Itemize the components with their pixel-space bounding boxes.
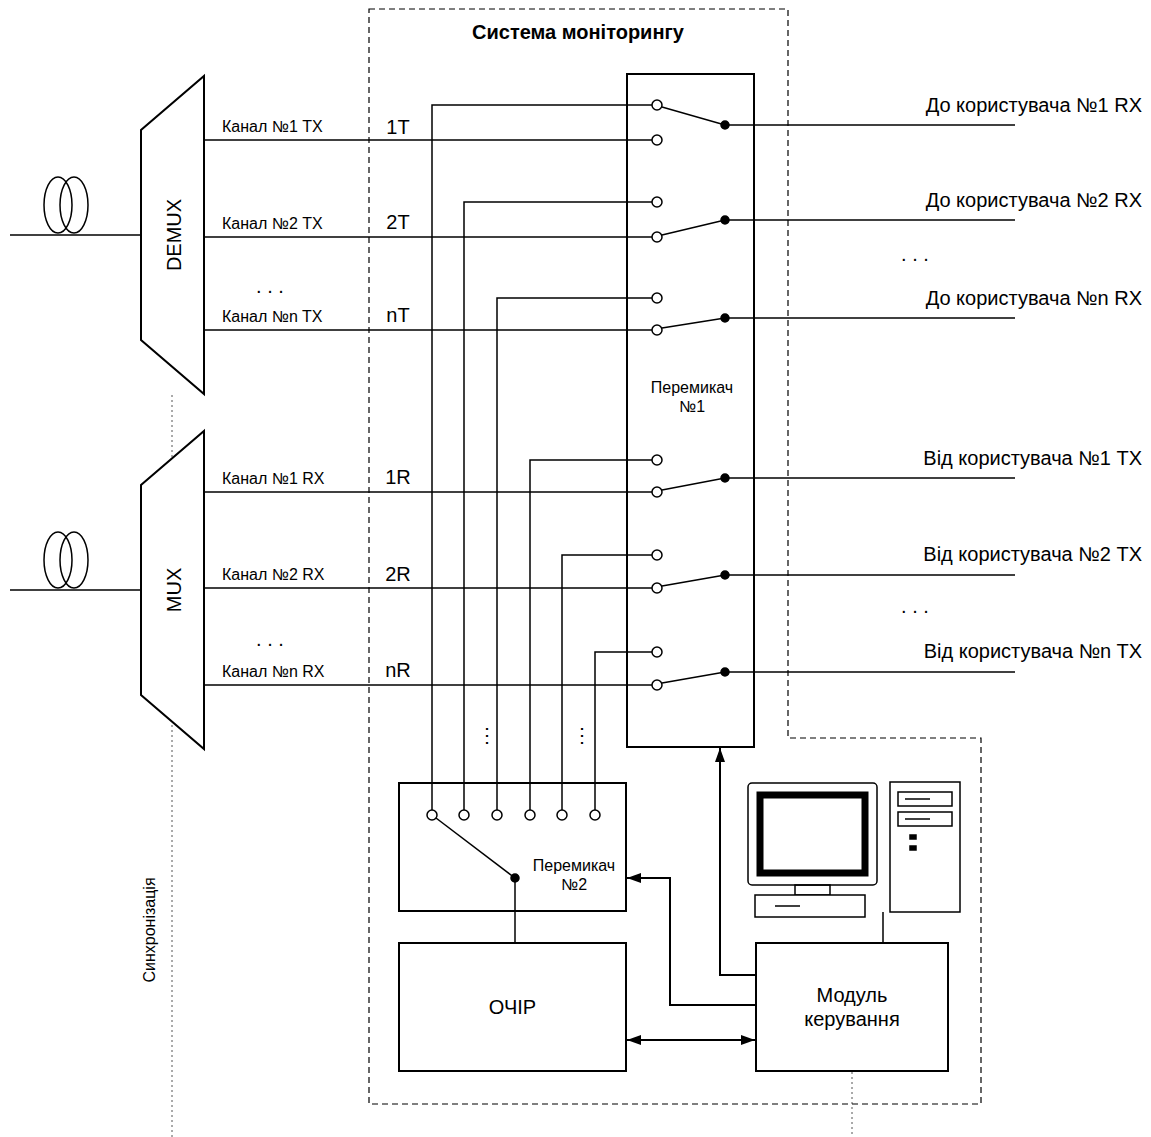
connector: [562, 555, 626, 782]
region-outline: [368, 8, 982, 1105]
connector: [627, 1039, 755, 1041]
outline-shape: [141, 431, 204, 749]
connector: [514, 912, 516, 942]
channel-id: 1R: [385, 465, 411, 489]
connector: [205, 491, 626, 493]
channel-label: Канал №1 TX: [222, 117, 323, 136]
user-port-label: Від користувача №n TX: [924, 639, 1142, 663]
ellipsis: . . .: [256, 274, 284, 298]
channel-label: Канал №2 TX: [222, 214, 323, 233]
switch-box: Перемикач №2: [398, 782, 627, 912]
otdr-box: ОЧІР: [398, 942, 627, 1072]
fiber-coil: [60, 532, 88, 588]
user-port-label: До користувача №n RX: [926, 286, 1142, 310]
connector: [205, 684, 626, 686]
user-port-label: До користувача №1 RX: [926, 93, 1142, 117]
channel-label: Канал №n TX: [222, 307, 322, 326]
node-title: DEMUX: [162, 199, 186, 271]
sync-label: Синхронізація: [140, 877, 159, 982]
channel-id: 2R: [385, 562, 411, 586]
demux-block: DEMUX: [140, 75, 205, 395]
ellipsis: . . .: [256, 627, 284, 651]
fiber-coil: [60, 177, 88, 233]
switch-box: Перемикач №1: [626, 73, 755, 748]
control-module-box: Модуль керування: [755, 942, 949, 1072]
connector: [205, 329, 626, 331]
connector: [595, 652, 626, 782]
connector: [627, 878, 755, 1005]
channel-label: Канал №2 RX: [222, 565, 324, 584]
node-title: ОЧІР: [489, 995, 536, 1019]
node-title: MUX: [162, 568, 186, 612]
ellipsis: . . .: [901, 242, 929, 266]
connector: [530, 460, 626, 782]
channel-label: Канал №1 RX: [222, 469, 324, 488]
computer-icon: [748, 782, 960, 942]
outline-shape: [141, 76, 204, 394]
channel-id: 2T: [386, 210, 409, 234]
connector: [205, 139, 626, 141]
connector: [205, 587, 626, 589]
node-title: Модуль керування: [767, 983, 937, 1031]
channel-id: nR: [385, 658, 411, 682]
user-port-label: До користувача №2 RX: [926, 188, 1142, 212]
ellipsis: . . .: [901, 594, 929, 618]
ellipsis: ⋮: [572, 723, 592, 747]
connector: [720, 748, 755, 975]
node-title: Перемикач №1: [644, 378, 740, 416]
fiber-line: [10, 234, 140, 236]
fiber-coil: [44, 532, 72, 588]
ellipsis: ⋮: [477, 723, 497, 747]
connector: [497, 298, 626, 782]
switch-stubs: [626, 105, 652, 685]
connector: [205, 236, 626, 238]
user-port-label: Від користувача №2 TX: [923, 542, 1142, 566]
node-title: Перемикач №2: [526, 856, 622, 894]
fiber-line: [10, 589, 140, 591]
switch-pivots: [721, 121, 729, 676]
mux-block: MUX: [140, 430, 205, 750]
channel-id: 1T: [386, 115, 409, 139]
node-title: Система моніторингу: [472, 20, 684, 44]
connector: [464, 202, 626, 782]
channel-id: nT: [386, 303, 409, 327]
fiber-coil: [44, 177, 72, 233]
user-port-label: Від користувача №1 TX: [923, 446, 1142, 470]
connector: [432, 105, 626, 782]
channel-label: Канал №n RX: [222, 662, 324, 681]
outline-shape: [369, 9, 981, 1104]
monitoring-region: Система моніторингуПеремикач №1 Перемикач…: [368, 8, 982, 1105]
